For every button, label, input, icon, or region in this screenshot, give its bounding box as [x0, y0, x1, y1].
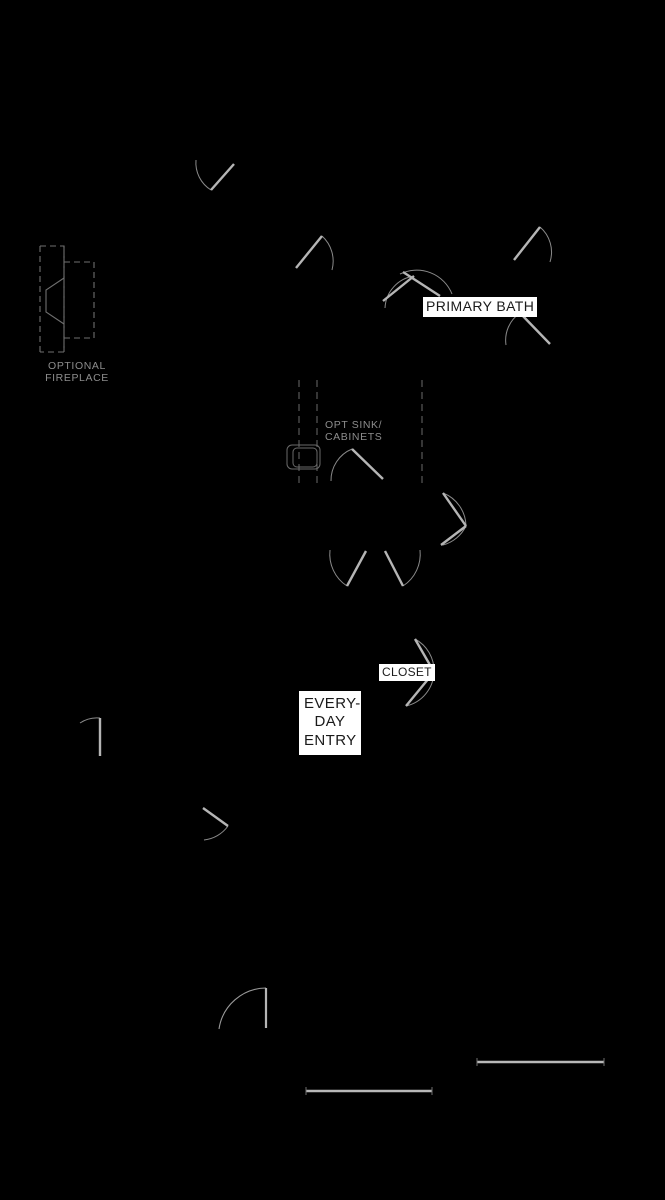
- door-pair-center-left-leaf: [345, 550, 368, 587]
- door-pair-east: [440, 492, 467, 546]
- door-entry-south: [202, 807, 229, 841]
- door-bath-west: [295, 235, 334, 271]
- room-label-primary-bath: PRIMARY BATH: [423, 297, 538, 317]
- bottom-wall-segments: [306, 1060, 604, 1093]
- door-sink-area-arc: [330, 448, 353, 482]
- fireplace-firebox-outline: [64, 261, 95, 339]
- bottom-wall-endcaps: [305, 1058, 605, 1095]
- door-pair-center-right-arc: [402, 549, 421, 587]
- door-pair-center-right-leaf: [383, 550, 405, 587]
- door-bath-west-arc: [321, 235, 334, 271]
- sink-basin-inner: [292, 447, 318, 468]
- door-bath-north: [399, 269, 453, 298]
- fireplace-hearth-trapezoid: [45, 277, 65, 325]
- door-bath-west-leaf: [295, 235, 323, 269]
- annotation-optional-fireplace: OPTIONAL FIREPLACE: [45, 360, 109, 385]
- sink-basin-outer: [286, 444, 321, 470]
- door-bath-southeast-leaf: [519, 312, 551, 345]
- door-pair-east-lower-leaf: [440, 525, 467, 546]
- door-pair-center-right: [383, 549, 421, 587]
- annotation-opt-sink-cabinets: OPT SINK/ CABINETS: [325, 419, 383, 444]
- door-bath-southeast: [505, 312, 551, 346]
- optional-sink-basin: [286, 444, 321, 470]
- door-pair-east-upper-arc: [442, 492, 467, 527]
- door-entry-south-arc: [203, 825, 229, 841]
- door-bath-northeast-arc: [539, 226, 552, 263]
- optional-fireplace-fixture: [39, 245, 95, 353]
- door-pair-center-left-arc: [329, 549, 348, 587]
- door-upper-left-leaf: [210, 163, 235, 191]
- door-pair-center-left: [329, 549, 368, 587]
- door-west-lower: [79, 717, 102, 756]
- door-bath-north-leaf: [402, 270, 441, 298]
- door-sink-area-leaf: [351, 448, 384, 480]
- door-bath-northwest: [382, 275, 415, 309]
- door-bath-northeast: [513, 226, 552, 263]
- door-bath-northwest-leaf: [382, 275, 415, 302]
- door-west-lower-arc: [79, 717, 101, 724]
- door-upper-left-arc: [195, 159, 212, 191]
- door-bottom-left: [218, 987, 268, 1030]
- fireplace-chase-outline: [40, 245, 65, 353]
- door-bath-north-arc: [399, 269, 453, 295]
- door-upper-left: [195, 159, 235, 191]
- room-label-everyday-entry: EVERY- DAY ENTRY: [299, 691, 361, 755]
- room-label-closet: CLOSET: [379, 664, 435, 682]
- door-bath-northeast-leaf: [513, 226, 541, 261]
- door-sink-area: [330, 448, 384, 482]
- door-pair-east-upper-leaf: [442, 492, 467, 527]
- door-bath-southeast-arc: [505, 312, 521, 346]
- door-entry-south-leaf: [202, 807, 229, 827]
- door-bottom-left-arc: [218, 987, 267, 1030]
